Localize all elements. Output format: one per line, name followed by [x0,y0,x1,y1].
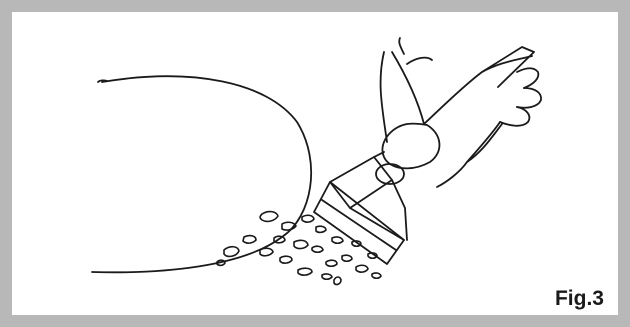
figure-label: Fig.3 [555,287,604,311]
scraper-tool-icon [314,47,534,264]
scraper-cleaning-illustration [12,12,618,315]
hand-icon [376,38,541,187]
